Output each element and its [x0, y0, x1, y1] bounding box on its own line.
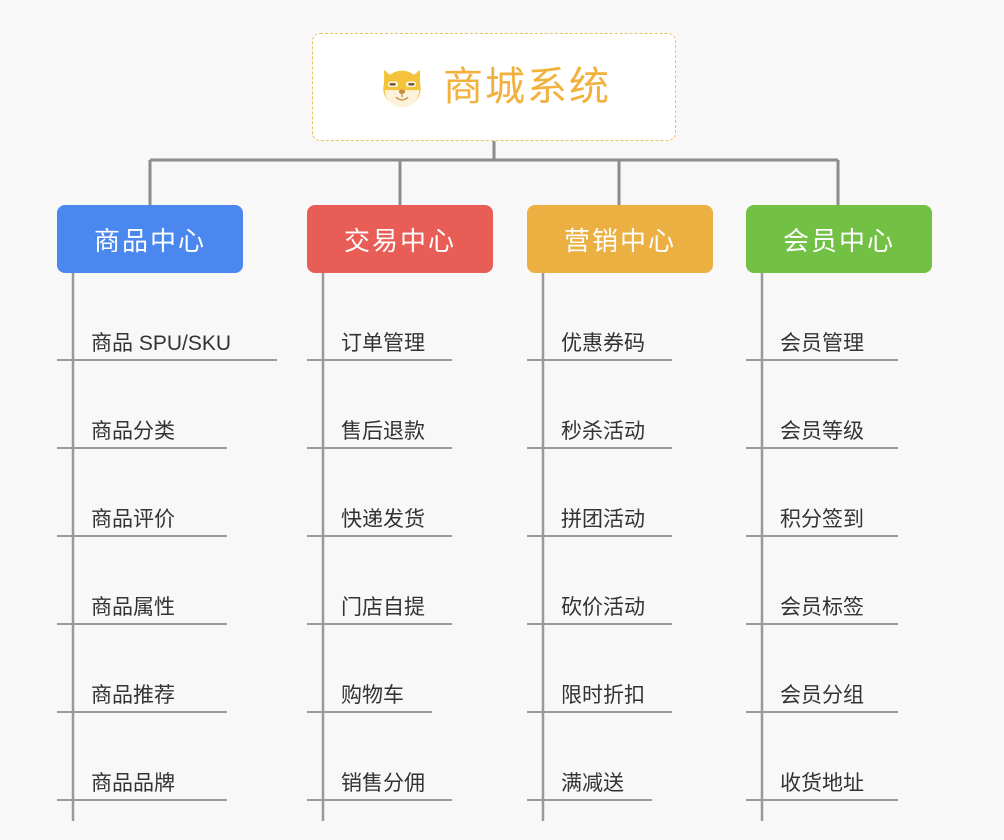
category-box-4[interactable]: 会员中心: [746, 205, 932, 273]
list-item[interactable]: 会员管理: [746, 273, 898, 361]
list-item[interactable]: 会员分组: [746, 625, 898, 713]
item-label: 会员管理: [780, 331, 864, 355]
list-item[interactable]: 售后退款: [307, 361, 452, 449]
item-underline: [57, 447, 227, 449]
item-underline: [746, 535, 898, 537]
category-box-2[interactable]: 交易中心: [307, 205, 493, 273]
item-label: 收货地址: [780, 771, 864, 795]
list-item[interactable]: 商品品牌: [57, 713, 227, 801]
item-list-3: 优惠券码 秒杀活动 拼团活动 砍价活动 限时折扣 满减送: [527, 273, 713, 801]
list-item[interactable]: 销售分佣: [307, 713, 452, 801]
item-underline: [307, 359, 452, 361]
item-underline: [746, 711, 898, 713]
list-item[interactable]: 限时折扣: [527, 625, 672, 713]
list-item[interactable]: 会员等级: [746, 361, 898, 449]
branch-column-4: 会员中心 会员管理 会员等级 积分签到 会员标签 会员分组 收货地址: [746, 205, 932, 801]
list-item[interactable]: 快递发货: [307, 449, 452, 537]
branch-column-2: 交易中心 订单管理 售后退款 快递发货 门店自提 购物车 销售分佣: [307, 205, 493, 801]
item-label: 订单管理: [341, 331, 425, 355]
item-label: 会员标签: [780, 595, 864, 619]
list-item[interactable]: 商品分类: [57, 361, 227, 449]
item-underline: [307, 623, 452, 625]
list-item[interactable]: 订单管理: [307, 273, 452, 361]
item-label: 积分签到: [780, 507, 864, 531]
item-label: 会员分组: [780, 683, 864, 707]
item-underline: [746, 799, 898, 801]
item-list-4: 会员管理 会员等级 积分签到 会员标签 会员分组 收货地址: [746, 273, 932, 801]
item-underline: [527, 799, 652, 801]
item-label: 商品 SPU/SKU: [91, 331, 232, 355]
item-list-2: 订单管理 售后退款 快递发货 门店自提 购物车 销售分佣: [307, 273, 493, 801]
item-underline: [527, 359, 672, 361]
item-underline: [307, 711, 432, 713]
category-box-1[interactable]: 商品中心: [57, 205, 243, 273]
item-label: 商品属性: [91, 595, 175, 619]
list-item[interactable]: 商品属性: [57, 537, 227, 625]
list-item[interactable]: 商品评价: [57, 449, 227, 537]
item-label: 快递发货: [341, 507, 425, 531]
list-item[interactable]: 积分签到: [746, 449, 898, 537]
item-underline: [746, 447, 898, 449]
item-label: 商品品牌: [91, 771, 175, 795]
item-underline: [307, 447, 452, 449]
branch-column-1: 商品中心 商品 SPU/SKU 商品分类 商品评价 商品属性 商品推荐 商品品牌: [57, 205, 277, 801]
item-label: 购物车: [341, 683, 404, 707]
item-underline: [57, 535, 227, 537]
item-label: 优惠券码: [561, 331, 645, 355]
item-label: 秒杀活动: [561, 419, 645, 443]
branch-column-3: 营销中心 优惠券码 秒杀活动 拼团活动 砍价活动 限时折扣 满减送: [527, 205, 713, 801]
item-label: 销售分佣: [341, 771, 425, 795]
item-underline: [57, 799, 227, 801]
item-label: 门店自提: [341, 595, 425, 619]
list-item[interactable]: 门店自提: [307, 537, 452, 625]
list-item[interactable]: 会员标签: [746, 537, 898, 625]
item-label: 拼团活动: [561, 507, 645, 531]
item-label: 满减送: [561, 771, 624, 795]
list-item[interactable]: 商品推荐: [57, 625, 227, 713]
list-item[interactable]: 砍价活动: [527, 537, 672, 625]
list-item[interactable]: 秒杀活动: [527, 361, 672, 449]
item-underline: [307, 535, 452, 537]
item-underline: [527, 623, 672, 625]
shiba-dog-icon: [383, 69, 421, 108]
item-label: 商品推荐: [91, 683, 175, 707]
item-label: 限时折扣: [561, 683, 645, 707]
list-item[interactable]: 拼团活动: [527, 449, 672, 537]
item-list-1: 商品 SPU/SKU 商品分类 商品评价 商品属性 商品推荐 商品品牌: [57, 273, 277, 801]
item-underline: [527, 535, 672, 537]
item-label: 会员等级: [780, 419, 864, 443]
item-underline: [307, 799, 452, 801]
item-underline: [527, 711, 672, 713]
root-title: 商城系统: [443, 65, 611, 109]
list-item[interactable]: 购物车: [307, 625, 432, 713]
item-underline: [746, 623, 898, 625]
list-item[interactable]: 收货地址: [746, 713, 898, 801]
list-item[interactable]: 满减送: [527, 713, 652, 801]
item-underline: [527, 447, 672, 449]
category-box-3[interactable]: 营销中心: [527, 205, 713, 273]
item-underline: [57, 359, 277, 361]
list-item[interactable]: 优惠券码: [527, 273, 672, 361]
item-underline: [57, 711, 227, 713]
item-label: 商品分类: [91, 419, 175, 443]
item-underline: [57, 623, 227, 625]
item-label: 砍价活动: [561, 595, 645, 619]
item-label: 售后退款: [341, 419, 425, 443]
item-label: 商品评价: [91, 507, 175, 531]
list-item[interactable]: 商品 SPU/SKU: [57, 273, 277, 361]
root-node[interactable]: 商城系统: [312, 33, 676, 141]
item-underline: [746, 359, 898, 361]
